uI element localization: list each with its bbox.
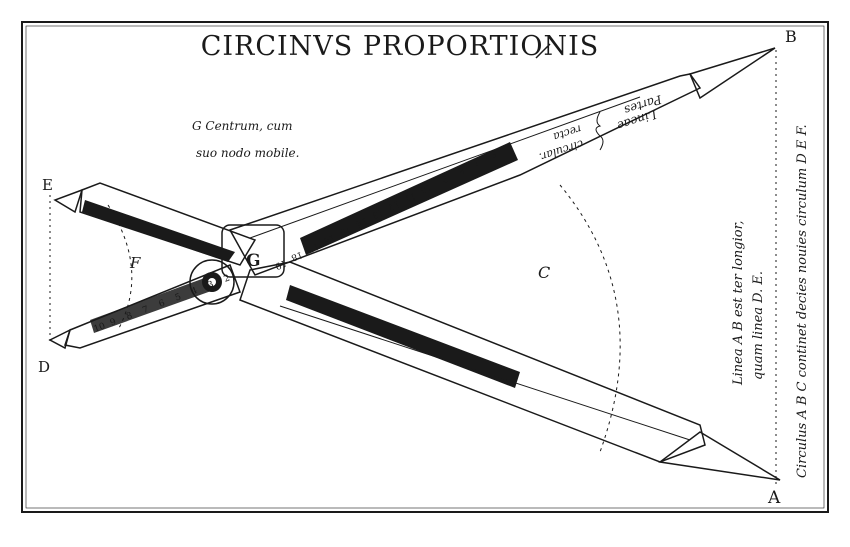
long-arm-upper [228,47,776,276]
note-linea-line2: quam linea D. E. [751,271,766,380]
long-arm-scale-number-3: 9 [440,173,449,185]
point-label-d: D [38,358,50,376]
plate-border [21,21,829,513]
point-label-b: B [785,27,797,46]
short-arm-scale-number-3: 5 [174,292,183,303]
long-arm-scale-number-1: 7 [472,156,481,168]
point-label-f: F [129,254,141,272]
pivot-centrum [189,224,285,305]
long-arm-scale-number-6: 12 [386,198,400,212]
point-label-c: C [538,263,550,282]
arc-abc [559,184,621,453]
long-arm-scale-number-10: 16 [322,232,337,246]
point-d-tip [48,328,72,350]
pivot-housing [221,224,285,278]
long-arm-lower [239,261,781,481]
point-label-g: G [246,251,261,271]
short-arm-upper-scale [82,200,235,262]
note-circulus: Circulus A B C continet decies nouies ci… [795,124,810,478]
short-arm-scale-number-7: 9 [109,317,118,328]
long-arm-scale-number-9: 15 [338,223,353,237]
short-arm-lower-scale [90,276,214,333]
long-arm-scale-number-8: 14 [354,215,369,229]
plate-inner-border [25,25,825,509]
long-arm-lower-scale [286,285,520,388]
long-arm-scale-number-12: 18 [289,249,304,263]
point-a-tip [658,431,781,481]
short-arm-scale-number-0: 2 [223,273,232,284]
short-arm-scale-number-6: 8 [125,311,134,322]
brace-mark [595,111,604,151]
note-centrum-line1: G Centrum, cum [192,119,293,133]
long-arm-scale-number-4: 10 [418,181,433,195]
long-arm-scale-number-2: 8 [456,164,465,176]
long-arm-scale-number-7: 13 [370,206,385,220]
short-arm-lower [48,264,241,350]
long-arm-lower-rule [279,305,691,441]
point-label-e: E [42,176,53,194]
long-arm-upper-body [228,73,702,276]
short-arm-scale-number-4: 6 [158,298,167,309]
short-arm-scale-number-8: 10 [93,321,107,334]
long-arm-scale-number-5: 11 [402,190,416,204]
long-arm-upper-scale [300,142,518,255]
long-arm-scale-number-11: 17 [305,240,320,254]
short-arm-scale-number-5: 7 [141,305,150,316]
short-arm-scale-number-1: 3 [206,280,215,291]
short-arm-scale-number-2: 4 [190,286,199,297]
long-arm-upper-rule [249,96,641,239]
point-e-tip [53,188,84,214]
short-arm-upper [53,182,257,266]
pivot-screw-center [208,278,216,286]
note-linea-line1: Linea A B est ter longior, [731,220,746,386]
long-arm-scale-number-13: 19 [273,257,288,271]
short-arm-upper-body [79,182,257,266]
title-stroke-mark [535,43,551,59]
pivot-knob [189,259,235,305]
long-arm-lower-body [239,261,706,463]
point-label-a: A [767,488,781,508]
diagram-title: CIRCINVS PROPORTIONIS [201,31,600,62]
point-b-tip [688,47,776,100]
long-arm-scale-number-0: 6 [488,147,497,159]
note-centrum-line2: suo nodo mobile. [196,146,299,160]
